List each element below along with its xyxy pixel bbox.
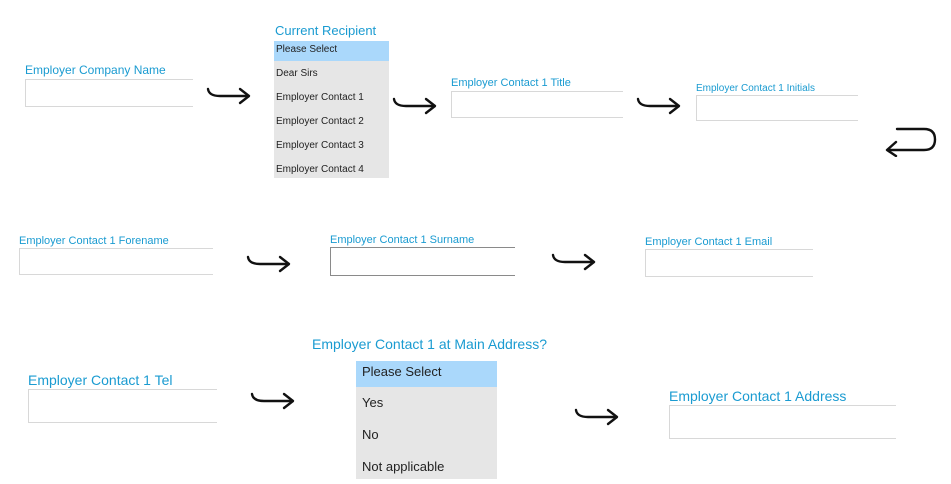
right-hook-arrow-icon <box>551 253 596 271</box>
employer-company-name-label: Employer Company Name <box>25 63 166 77</box>
main-address-option-not-applicable[interactable]: Not applicable <box>362 459 445 474</box>
main-address-option-yes[interactable]: Yes <box>362 395 384 410</box>
employer-contact-tel-field[interactable] <box>28 389 217 423</box>
main-address-option-please-select[interactable]: Please Select <box>356 361 497 387</box>
main-address-option-no[interactable]: No <box>362 427 379 442</box>
employer-contact-tel-label: Employer Contact 1 Tel <box>28 372 173 388</box>
right-hook-arrow-icon <box>246 255 291 273</box>
employer-contact-title-label: Employer Contact 1 Title <box>451 77 571 89</box>
recipient-option-employer-contact-4[interactable]: Employer Contact 4 <box>276 164 364 175</box>
employer-contact-initials-field[interactable] <box>696 95 858 121</box>
employer-contact-surname-field[interactable] <box>330 247 515 276</box>
right-hook-arrow-icon <box>574 408 619 426</box>
main-address-question-label: Employer Contact 1 at Main Address? <box>312 336 548 352</box>
main-address-listbox[interactable]: Please Select Yes No Not applicable <box>356 361 497 479</box>
employer-contact-email-field[interactable] <box>645 249 813 277</box>
employer-contact-email-label: Employer Contact 1 Email <box>645 236 773 248</box>
recipient-option-employer-contact-2[interactable]: Employer Contact 2 <box>276 116 364 127</box>
return-arrow-icon <box>885 127 937 157</box>
recipient-option-employer-contact-3[interactable]: Employer Contact 3 <box>276 140 364 151</box>
employer-contact-forename-field[interactable] <box>19 248 213 275</box>
employer-contact-address-label: Employer Contact 1 Address <box>669 388 847 404</box>
current-recipient-label: Current Recipient <box>275 23 377 38</box>
current-recipient-listbox[interactable]: Please Select Dear Sirs Employer Contact… <box>274 41 389 178</box>
right-hook-arrow-icon <box>392 97 437 115</box>
right-hook-arrow-icon <box>636 97 681 115</box>
employer-contact-forename-label: Employer Contact 1 Forename <box>19 235 169 247</box>
employer-contact-surname-label: Employer Contact 1 Surname <box>330 234 475 246</box>
employer-contact-address-field[interactable] <box>669 405 896 439</box>
recipient-option-employer-contact-1[interactable]: Employer Contact 1 <box>276 92 364 103</box>
right-hook-arrow-icon <box>206 87 251 105</box>
right-hook-arrow-icon <box>250 392 295 410</box>
employer-contact-initials-label: Employer Contact 1 Initials <box>696 83 815 94</box>
recipient-option-dear-sirs[interactable]: Dear Sirs <box>276 68 318 79</box>
employer-company-name-field[interactable] <box>25 79 193 107</box>
employer-contact-title-field[interactable] <box>451 91 623 118</box>
recipient-option-please-select[interactable]: Please Select <box>274 41 389 61</box>
